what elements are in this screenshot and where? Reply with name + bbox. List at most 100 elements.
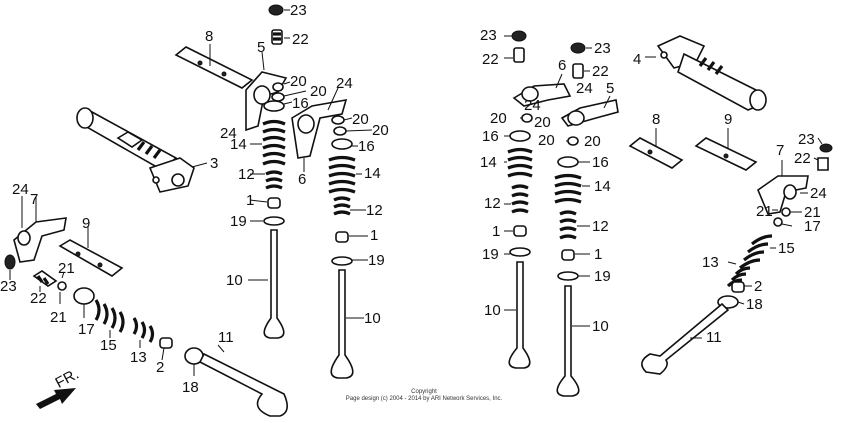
label-16: 16 (292, 95, 309, 112)
rocker-shaft-right-8 (628, 137, 684, 169)
label-8: 8 (652, 111, 660, 128)
label-21: 21 (756, 203, 773, 220)
rocker-shaft-far-left-9 (58, 239, 124, 277)
label-22: 22 (30, 290, 47, 307)
valve-assembly-right-a (507, 130, 533, 369)
label-5: 5 (257, 39, 265, 56)
label-22: 22 (292, 31, 309, 48)
label-21: 21 (804, 204, 821, 221)
nut-20a (272, 82, 284, 92)
label-23: 23 (594, 40, 611, 57)
label-14: 14 (364, 165, 381, 182)
label-20: 20 (584, 133, 601, 150)
label-11: 11 (706, 329, 722, 346)
rocker-arm-right-5 (560, 99, 619, 127)
label-23: 23 (290, 2, 307, 19)
label-22: 22 (794, 150, 811, 167)
copyright-line-2: Page design (c) 2004 - 2014 by ARI Netwo… (346, 396, 503, 402)
label-24: 24 (524, 97, 541, 114)
label-19: 19 (230, 213, 247, 230)
valve-assembly-right-b (554, 156, 582, 397)
label-20: 20 (490, 110, 507, 127)
valve-springs-far-right (641, 234, 773, 375)
label-24: 24 (220, 125, 237, 142)
label-19: 19 (482, 246, 499, 263)
label-24: 24 (810, 185, 827, 202)
label-22: 22 (482, 51, 499, 68)
camshaft-right-4 (656, 35, 767, 111)
label-10: 10 (592, 318, 609, 335)
label-21: 21 (58, 260, 75, 277)
label-23: 23 (0, 278, 17, 295)
label-14: 14 (480, 154, 497, 171)
label-20: 20 (290, 73, 307, 90)
rocker-shaft-left-8 (174, 46, 254, 89)
cap-right-a (511, 30, 527, 42)
label-8: 8 (205, 28, 213, 45)
cap-right-b (570, 42, 586, 54)
label-16: 16 (358, 138, 375, 155)
label-9: 9 (724, 111, 732, 128)
label-14: 14 (594, 178, 611, 195)
label-10: 10 (484, 302, 501, 319)
label-1: 1 (594, 246, 602, 263)
label-18: 18 (746, 296, 763, 313)
label-24: 24 (336, 75, 353, 92)
label-19: 19 (594, 268, 611, 285)
label-21: 21 (50, 309, 67, 326)
label-20: 20 (352, 111, 369, 128)
label-24: 24 (576, 80, 593, 97)
label-22: 22 (592, 63, 609, 80)
nut-20b (271, 92, 285, 102)
front-label: FR. (52, 366, 81, 392)
rocker-arm-far-left-7 (4, 217, 67, 270)
nut-20f (567, 136, 579, 146)
copyright-line-1: Copyright (411, 389, 437, 395)
front-direction-arrow (36, 388, 76, 409)
label-13: 13 (130, 349, 147, 366)
label-15: 15 (100, 337, 117, 354)
label-7: 7 (776, 142, 784, 159)
label-5: 5 (606, 80, 614, 97)
adjuster-right-b (572, 63, 584, 79)
label-11: 11 (218, 329, 234, 346)
rocker-arm-far-right-7 (757, 143, 833, 227)
label-20: 20 (310, 83, 327, 100)
label-18: 18 (182, 379, 199, 396)
label-1: 1 (492, 223, 500, 240)
label-19: 19 (368, 252, 385, 269)
callout-labels: 23 22 8 5 20 20 24 16 20 20 24 16 14 3 6… (0, 2, 827, 396)
label-1: 1 (246, 192, 254, 209)
label-12: 12 (484, 195, 501, 212)
valve-springs-far-left (94, 299, 288, 417)
label-15: 15 (778, 240, 795, 257)
camshaft-left (76, 107, 195, 193)
label-13: 13 (702, 254, 719, 271)
label-23: 23 (480, 27, 497, 44)
label-20: 20 (372, 122, 389, 139)
valve-assembly-left-a (262, 100, 286, 339)
label-2: 2 (156, 359, 164, 376)
label-17: 17 (804, 218, 821, 235)
label-16: 16 (482, 128, 499, 145)
adjuster-cap-top-left (268, 4, 284, 45)
rocker-arm-right-6 (512, 83, 572, 107)
label-16: 16 (592, 154, 609, 171)
label-12: 12 (238, 166, 255, 183)
nut-20d (333, 126, 347, 136)
valve-assembly-left-b (328, 138, 356, 379)
label-3: 3 (210, 155, 218, 172)
label-10: 10 (226, 272, 243, 289)
label-6: 6 (298, 171, 306, 188)
label-1: 1 (370, 227, 378, 244)
label-2: 2 (754, 278, 762, 295)
rocker-shaft-right-9 (694, 137, 758, 171)
label-9: 9 (82, 215, 90, 232)
adjuster-far-left (32, 270, 95, 305)
label-7: 7 (30, 191, 38, 208)
label-17: 17 (78, 321, 95, 338)
adjuster-right-a (513, 47, 525, 63)
label-24: 24 (12, 181, 29, 198)
